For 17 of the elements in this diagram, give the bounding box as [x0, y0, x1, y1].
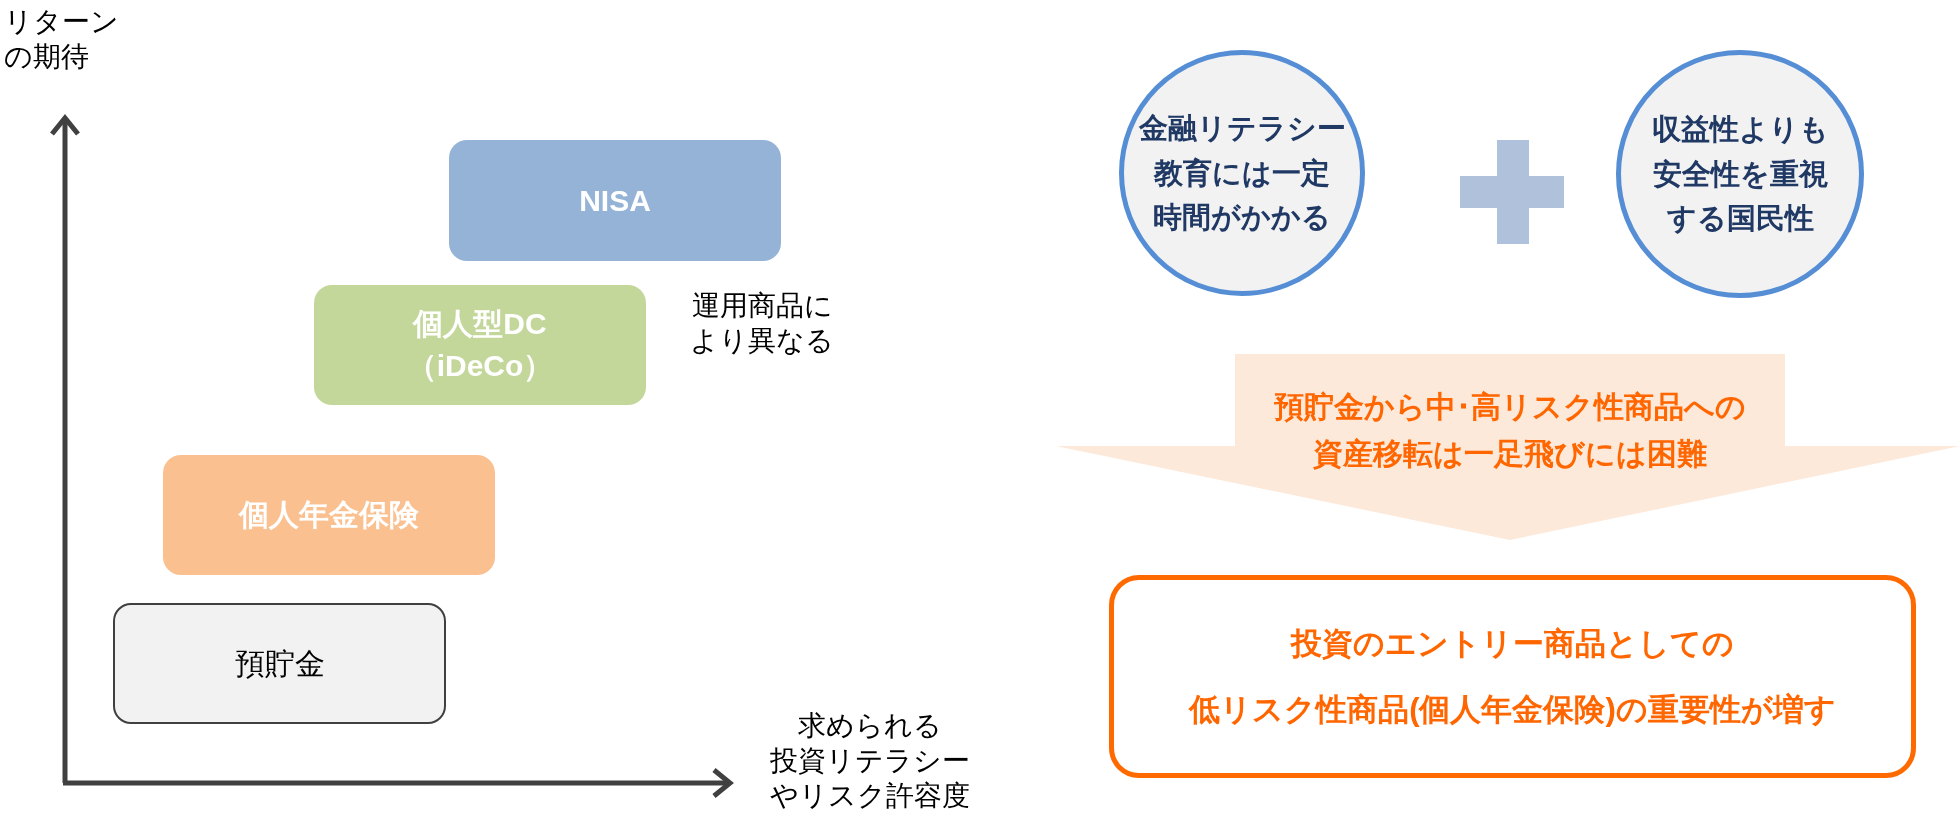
axis-label: 求められる投資リテラシーやリスク許容度 — [769, 709, 971, 813]
product-name: 個人型DC（iDeCo） — [406, 306, 554, 384]
product-box — [449, 140, 781, 261]
down-arrow-shape — [1056, 354, 1960, 540]
factor-text: 金融リテラシー教育には一定時間がかかる — [1138, 110, 1346, 236]
product-name: 預貯金 — [234, 645, 325, 682]
axis-label: 運用商品により異なる — [689, 289, 835, 358]
axis-label: リターンの期待 — [4, 5, 120, 74]
product-box — [163, 455, 495, 575]
conclusion-text: 投資のエントリー商品としての低リスク性商品(個人年金保険)の重要性が増す — [1189, 625, 1836, 729]
arrow-text: 預貯金から中･高リスク性商品への資産移転は一足飛びには困難 — [1273, 389, 1747, 472]
product-name: 個人年金保険 — [239, 497, 419, 533]
conclusion-box — [1109, 575, 1916, 778]
product-name: NISA — [579, 182, 651, 219]
product-box — [314, 285, 646, 405]
factor-text: 収益性よりも安全性を重視する国民性 — [1651, 111, 1829, 237]
product-box — [113, 603, 446, 724]
